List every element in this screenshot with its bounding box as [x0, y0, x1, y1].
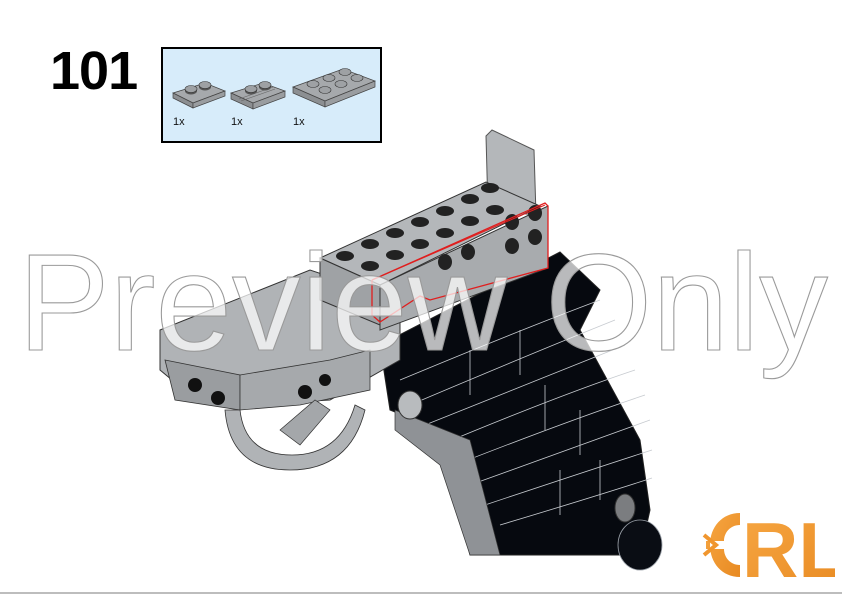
- part-quantity: 1x: [293, 116, 305, 128]
- plate-2x3-icon: [292, 68, 376, 108]
- page-bottom-rule: [0, 592, 842, 594]
- rebel-insignia-icon: [702, 513, 740, 577]
- brand-logo: RL: [702, 506, 835, 585]
- plate-1x2-rail-icon: [230, 81, 287, 110]
- part-quantity: 1x: [173, 116, 185, 128]
- step-number: 101: [50, 41, 138, 101]
- part-quantity: 1x: [231, 116, 243, 128]
- plate-1x2-icon: [172, 81, 226, 109]
- parts-list-callout: 1x 1x 1x: [161, 47, 382, 143]
- logo-text: RL: [742, 506, 835, 585]
